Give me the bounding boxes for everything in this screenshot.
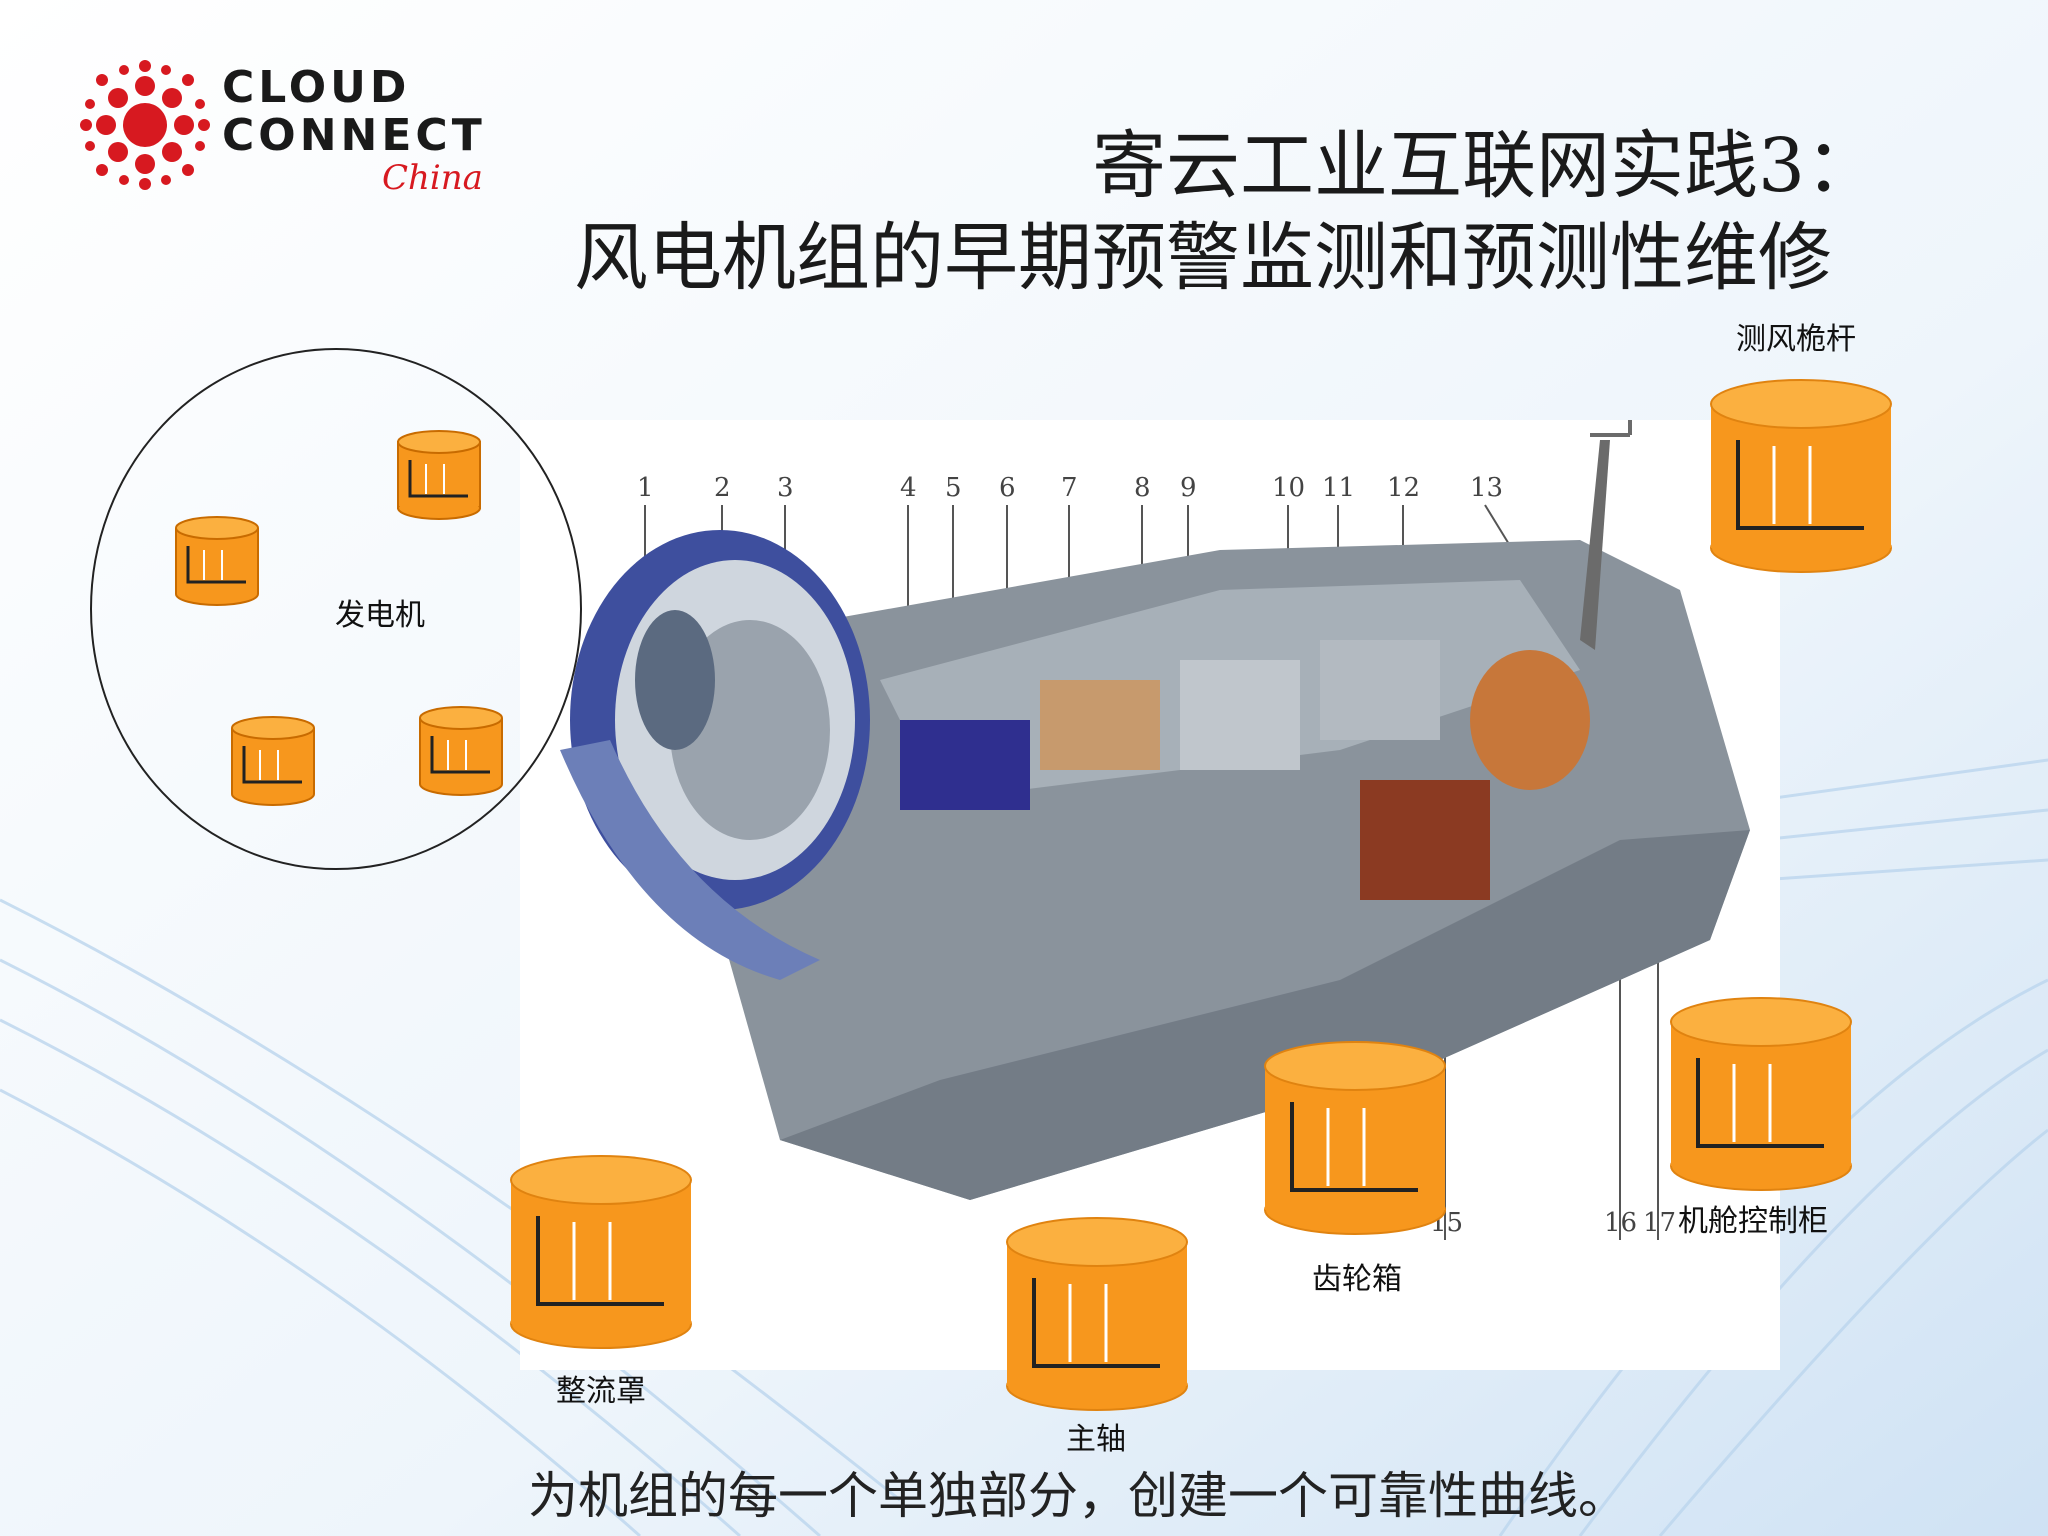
reliability-cylinder-main-shaft[interactable] — [1004, 1216, 1190, 1414]
page-title-line2: 风电机组的早期预警监测和预测性维修 — [574, 215, 1832, 301]
callout-number-3: 3 — [777, 473, 794, 503]
logo-dots-icon — [80, 60, 210, 190]
label-nacelle-control-cabinet: 机舱控制柜 — [1678, 1204, 1828, 1239]
reliability-cylinder-nacelle-cabinet[interactable] — [1668, 996, 1854, 1194]
label-generator: 发电机 — [335, 598, 425, 633]
callout-number-17: 17 — [1643, 1208, 1677, 1238]
page-title-line1: 寄云工业互联网实践3： — [1092, 123, 1880, 209]
callout-number-11: 11 — [1322, 473, 1356, 503]
reliability-cylinder-generator-1[interactable] — [396, 430, 482, 522]
callout-number-10: 10 — [1272, 473, 1306, 503]
reliability-cylinder-generator-3[interactable] — [230, 716, 316, 808]
callout-number-4: 4 — [900, 473, 917, 503]
generator-circle — [90, 348, 582, 870]
footer-caption: 为机组的每一个单独部分，创建一个可靠性曲线。 — [528, 1467, 1628, 1525]
label-gearbox: 齿轮箱 — [1312, 1262, 1402, 1297]
callout-number-1: 1 — [637, 473, 654, 503]
callout-number-5: 5 — [945, 473, 962, 503]
label-main-shaft: 主轴 — [1066, 1422, 1126, 1457]
label-anemometer-mast: 测风桅杆 — [1736, 322, 1856, 357]
logo-line-connect: CONNECT — [222, 110, 486, 161]
callout-number-16: 16 — [1604, 1208, 1638, 1238]
callout-number-12: 12 — [1387, 473, 1421, 503]
logo-line-cloud: CLOUD — [222, 62, 411, 113]
callout-number-2: 2 — [714, 473, 731, 503]
callout-number-8: 8 — [1134, 473, 1151, 503]
nacelle-cutaway-illustration — [520, 420, 1780, 1370]
logo-line-china: China — [382, 158, 483, 198]
callout-number-9: 9 — [1180, 473, 1197, 503]
callout-number-13: 13 — [1470, 473, 1504, 503]
label-spinner: 整流罩 — [556, 1374, 646, 1409]
callout-number-6: 6 — [999, 473, 1016, 503]
reliability-cylinder-anemometer[interactable] — [1708, 378, 1894, 576]
reliability-cylinder-generator-4[interactable] — [418, 706, 504, 798]
reliability-cylinder-spinner[interactable] — [508, 1154, 694, 1352]
reliability-cylinder-generator-2[interactable] — [174, 516, 260, 608]
callout-number-7: 7 — [1061, 473, 1078, 503]
reliability-cylinder-gearbox[interactable] — [1262, 1040, 1448, 1238]
